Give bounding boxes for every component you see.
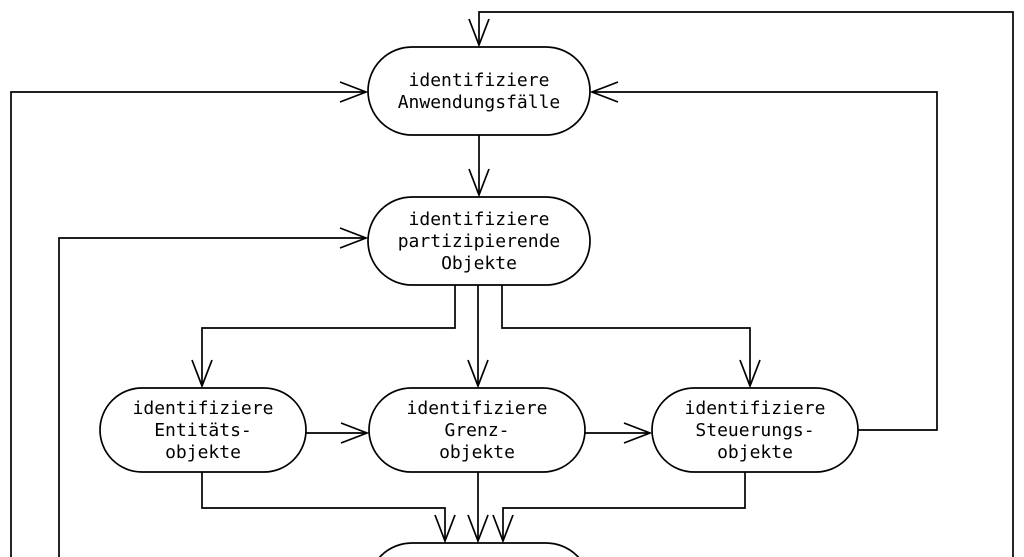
edge-partizipierende-to-steuerungs [501, 285, 761, 389]
edge-steuerungs-to-bottom [492, 472, 746, 544]
node-shape-steuerungsobjekte [651, 387, 859, 473]
edge-outer-left-loop-to-anwendungsfaelle [10, 81, 369, 557]
edge-outer-right-loop-to-anwendungsfaelle [468, 11, 1014, 557]
node-shape-entitaetsobjekte [99, 387, 307, 473]
edge-entitaets-to-bottom [201, 472, 456, 544]
edges-layer [10, 11, 1014, 557]
node-shape-bottom-partial [378, 542, 580, 557]
node-shape-anwendungsfaelle [367, 46, 591, 136]
node-shape-grenzobjekte [368, 387, 586, 473]
edge-partizipierende-to-entitaets [191, 285, 456, 389]
node-shape-partizipierende-objekte [367, 196, 591, 286]
edge-inner-left-loop-to-partizipierende [58, 227, 369, 557]
edge-steuerungs-to-anwendungsfaelle [589, 81, 938, 431]
node-bottom-partial [378, 542, 580, 557]
